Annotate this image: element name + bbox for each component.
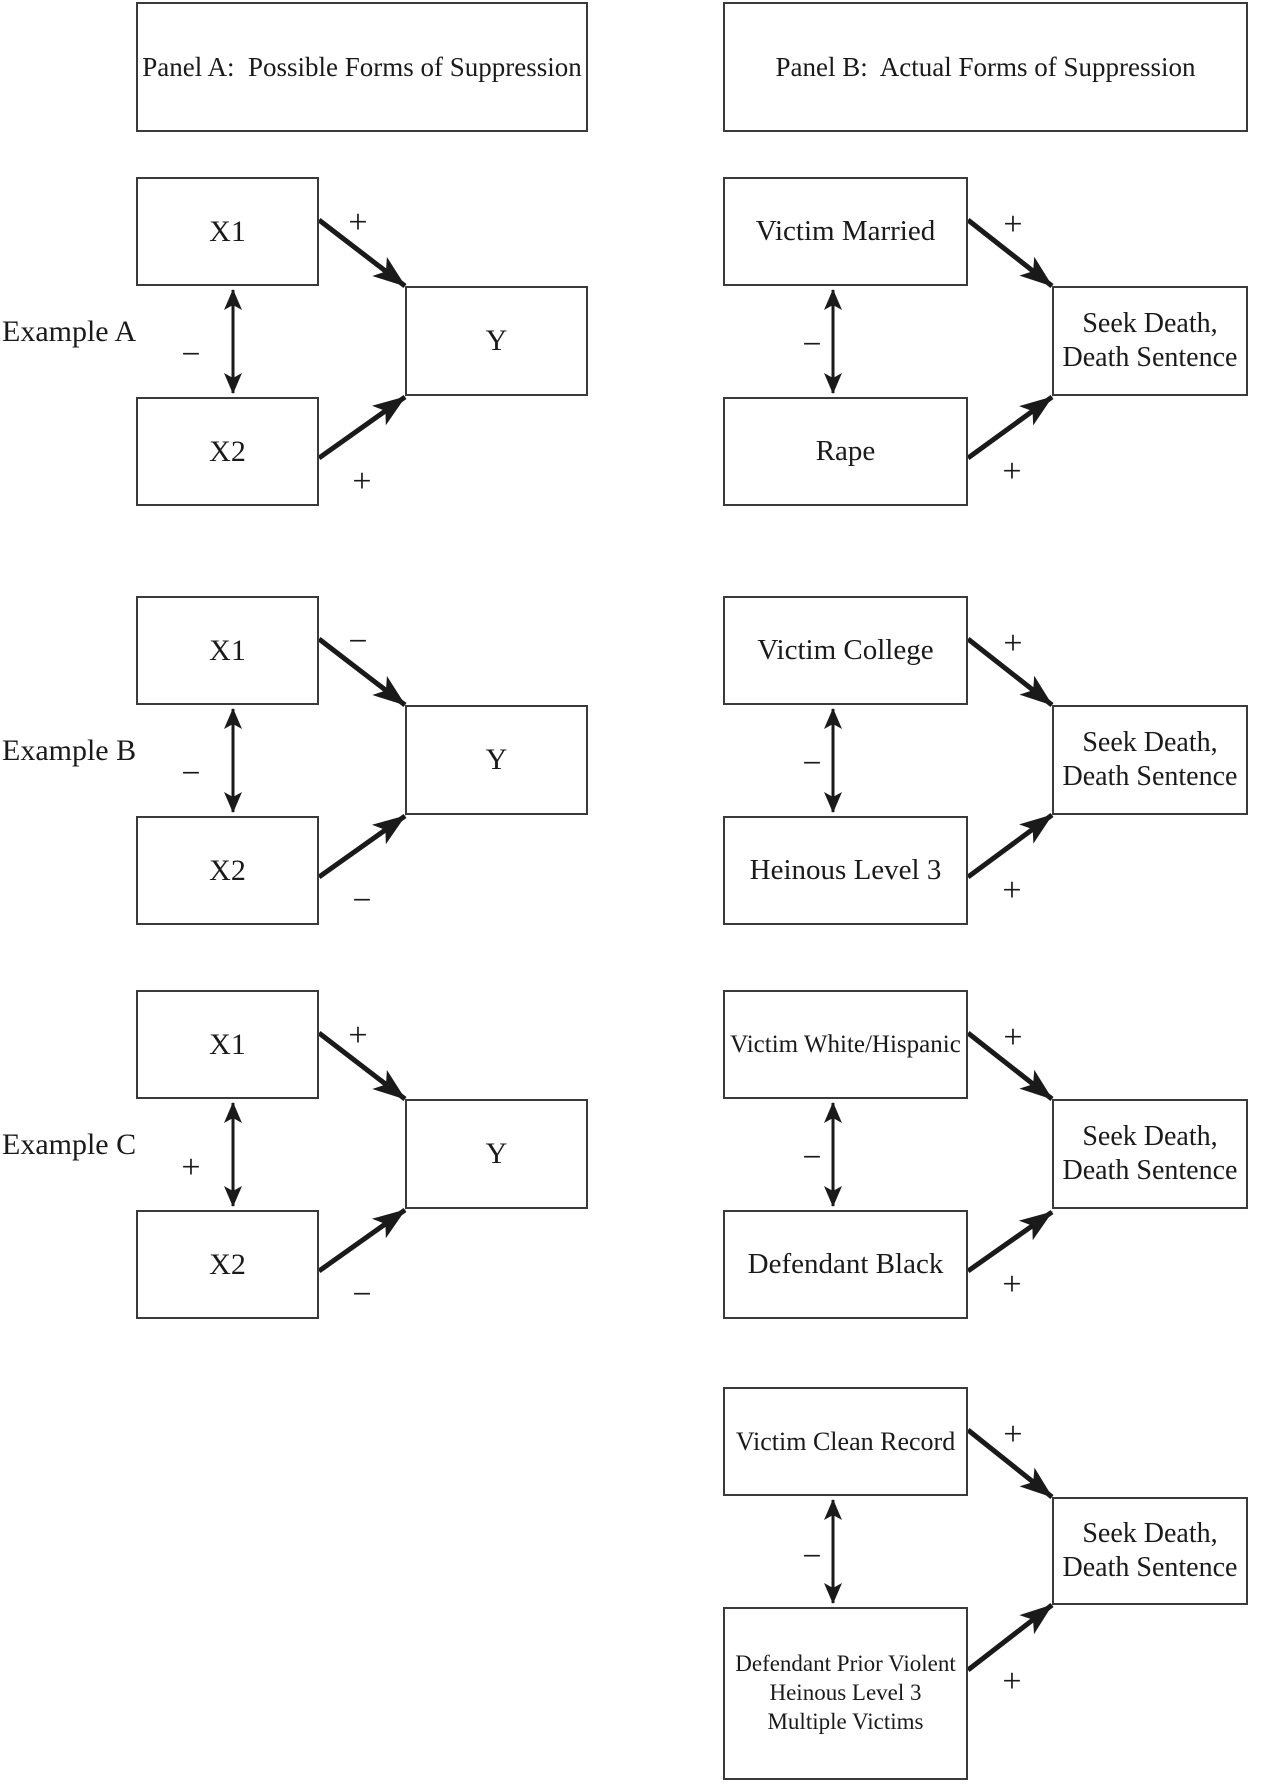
example-b-correlation-sign: − — [181, 755, 201, 792]
actual-2-outcome-box: Seek Death, Death Sentence — [1052, 705, 1248, 815]
example-c-x2-text: X2 — [209, 1247, 246, 1281]
example-a-x1-box: X1 — [136, 177, 319, 286]
example-c-x2-sign: − — [352, 1276, 372, 1313]
victim-college-text: Victim College — [757, 634, 934, 666]
example-c-x2-to-y-arrow — [317, 1207, 407, 1274]
actual-1-outcome-box: Seek Death, Death Sentence — [1052, 286, 1248, 396]
heinous-level-3-box: Heinous Level 3 — [723, 816, 968, 925]
example-c-x1-to-y-arrow — [317, 1031, 407, 1101]
victim-clean-record-box: Victim Clean Record — [723, 1387, 968, 1496]
example-b-x1-to-y-arrow — [317, 637, 407, 707]
example-a-correlation-sign: − — [181, 336, 201, 373]
defendant-black-text: Defendant Black — [747, 1248, 944, 1280]
example-b-x1-text: X1 — [209, 633, 246, 667]
example-c-x2-box: X2 — [136, 1210, 319, 1319]
example-b-x2-to-y-arrow — [317, 813, 407, 880]
actual-1-pred2-to-outcome-arrow — [966, 394, 1054, 461]
victim-white-hispanic-box: Victim White/Hispanic — [723, 990, 968, 1099]
example-b-y-text: Y — [485, 743, 508, 776]
actual-3-pred1-sign: + — [1003, 1019, 1023, 1056]
defendant-black-box: Defendant Black — [723, 1210, 968, 1319]
actual-1-pred1-sign: + — [1003, 206, 1023, 243]
example-b-x1-box: X1 — [136, 596, 319, 705]
example-b-x2-text: X2 — [209, 853, 246, 887]
actual-2-pred1-sign: + — [1003, 625, 1023, 662]
example-c-y-box: Y — [405, 1099, 588, 1209]
actual-2-pred1-to-outcome-arrow — [966, 637, 1054, 707]
heinous-level-3-text: Heinous Level 3 — [749, 854, 942, 886]
actual-1-pred2-sign: + — [1002, 453, 1022, 490]
actual-3-outcome-box: Seek Death, Death Sentence — [1052, 1099, 1248, 1209]
victim-college-box: Victim College — [723, 596, 968, 705]
actual-4-pred2-to-outcome-arrow — [966, 1603, 1054, 1672]
actual-3-correlation-sign: − — [802, 1139, 822, 1176]
panel-a-header: Panel A: Possible Forms of Suppression — [136, 2, 588, 132]
rape-text: Rape — [815, 435, 876, 467]
example-b-label: Example B — [2, 734, 137, 767]
rape-box: Rape — [723, 397, 968, 506]
example-a-x1-to-y-arrow — [317, 218, 407, 288]
example-a-x1-text: X1 — [209, 214, 246, 248]
victim-married-text: Victim Married — [755, 215, 936, 247]
actual-2-pred2-to-outcome-arrow — [966, 812, 1054, 880]
actual-3-pred2-sign: + — [1002, 1266, 1022, 1303]
actual-4-pred1-to-outcome-arrow — [966, 1428, 1054, 1499]
actual-1-pred1-to-outcome-arrow — [966, 218, 1054, 288]
victim-married-box: Victim Married — [723, 177, 968, 286]
actual-3-outcome-text: Seek Death, Death Sentence — [1062, 1120, 1238, 1186]
example-c-label: Example C — [2, 1128, 137, 1161]
example-c-x1-box: X1 — [136, 990, 319, 1099]
example-a-x2-text: X2 — [209, 434, 246, 468]
example-c-y-text: Y — [485, 1137, 508, 1170]
defendant-prior-violent-box: Defendant Prior Violent Heinous Level 3 … — [723, 1607, 968, 1780]
example-b-y-box: Y — [405, 705, 588, 815]
actual-2-outcome-text: Seek Death, Death Sentence — [1062, 726, 1238, 792]
actual-4-pred1-sign: + — [1003, 1416, 1023, 1453]
example-c-correlation-sign: + — [181, 1149, 201, 1186]
example-a-label: Example A — [2, 315, 137, 348]
victim-white-hispanic-text: Victim White/Hispanic — [730, 1030, 961, 1058]
example-b-x2-box: X2 — [136, 816, 319, 925]
defendant-prior-violent-text: Defendant Prior Violent Heinous Level 3 … — [735, 1651, 956, 1734]
actual-2-correlation-sign: − — [802, 745, 822, 782]
example-b-x1-sign: − — [348, 623, 368, 660]
example-a-x2-to-y-arrow — [317, 394, 407, 461]
actual-1-correlation-sign: − — [802, 326, 822, 363]
actual-4-outcome-text: Seek Death, Death Sentence — [1062, 1517, 1238, 1583]
example-c-x1-text: X1 — [209, 1027, 246, 1061]
panel-a-title: Panel A: Possible Forms of Suppression — [142, 51, 582, 82]
panel-b-header: Panel B: Actual Forms of Suppression — [723, 2, 1248, 132]
actual-4-pred2-sign: + — [1002, 1663, 1022, 1700]
example-a-x2-box: X2 — [136, 397, 319, 506]
example-a-y-box: Y — [405, 286, 588, 396]
example-c-x1-sign: + — [348, 1017, 368, 1054]
actual-2-pred2-sign: + — [1002, 872, 1022, 909]
actual-4-correlation-sign: − — [802, 1538, 822, 1575]
example-b-x2-sign: − — [352, 882, 372, 919]
victim-clean-record-text: Victim Clean Record — [735, 1426, 956, 1456]
example-a-x2-sign: + — [352, 463, 372, 500]
example-a-y-text: Y — [485, 324, 508, 357]
example-a-x1-sign: + — [348, 204, 368, 241]
actual-1-outcome-text: Seek Death, Death Sentence — [1062, 307, 1238, 373]
actual-4-outcome-box: Seek Death, Death Sentence — [1052, 1497, 1248, 1605]
actual-3-pred2-to-outcome-arrow — [966, 1209, 1054, 1274]
actual-3-pred1-to-outcome-arrow — [966, 1031, 1054, 1101]
panel-b-title: Panel B: Actual Forms of Suppression — [775, 51, 1196, 82]
